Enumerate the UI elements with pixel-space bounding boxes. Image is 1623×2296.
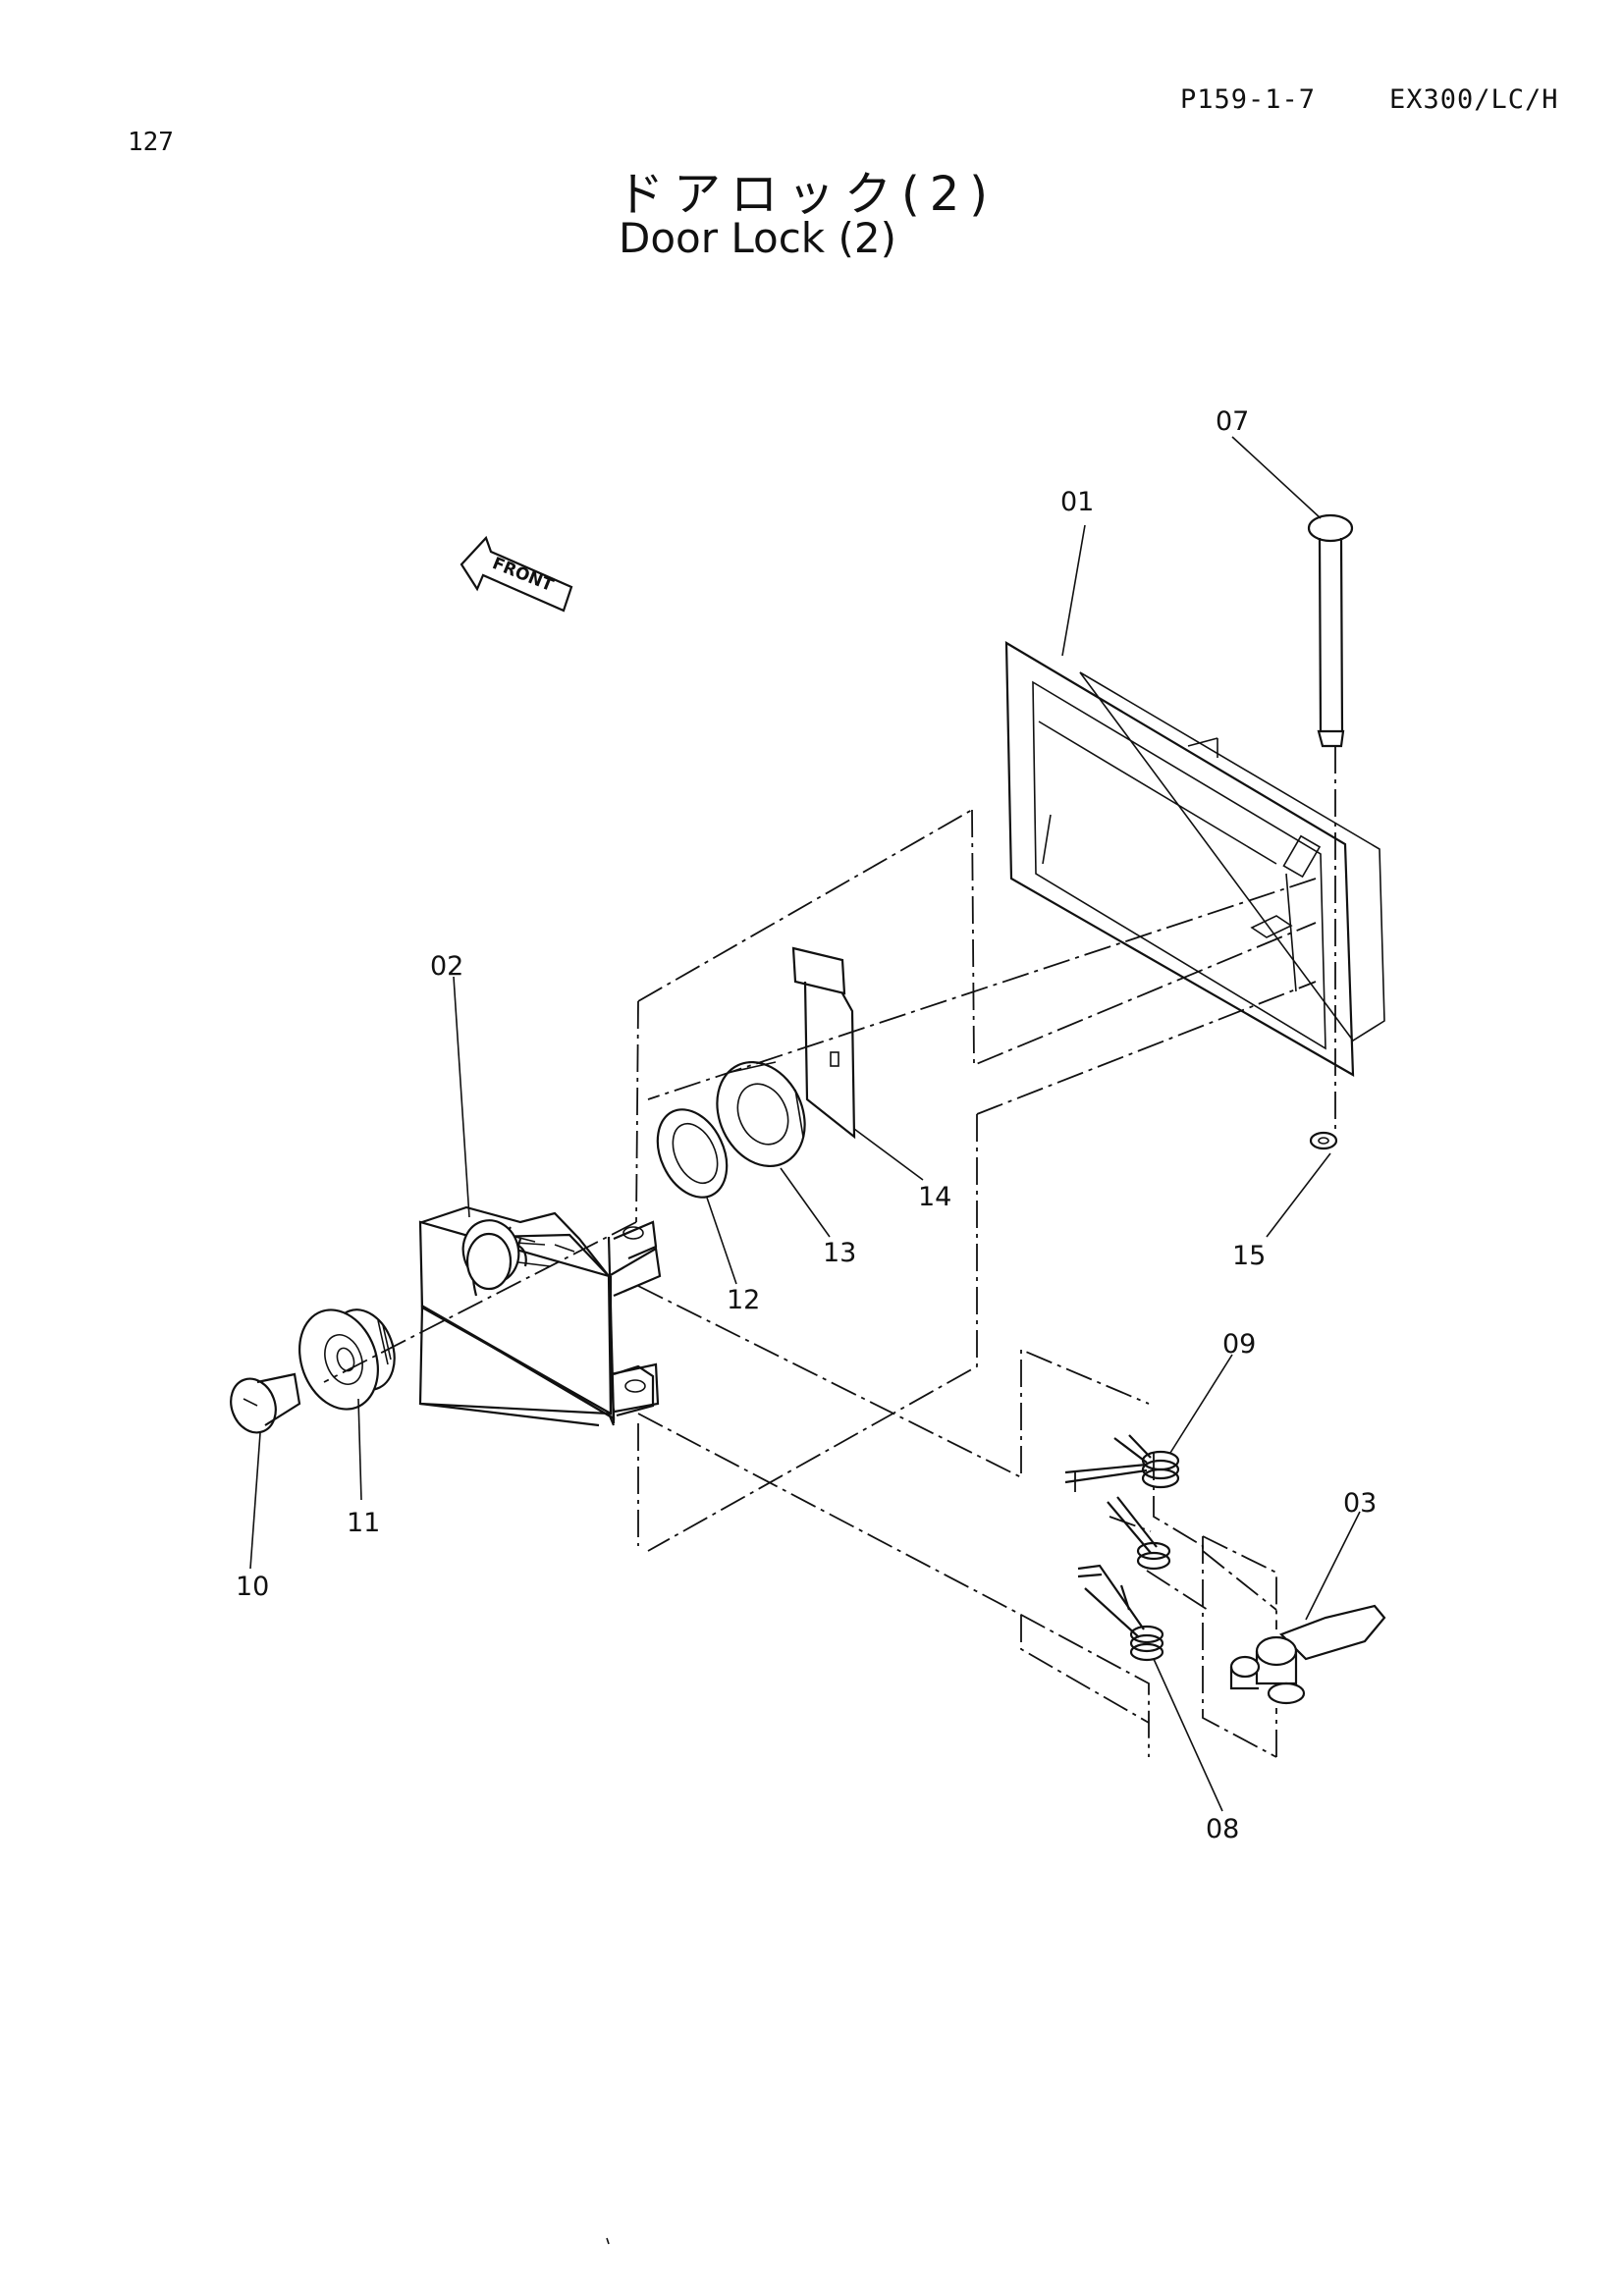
part-12-washer xyxy=(656,1108,729,1199)
leader-lines xyxy=(249,436,1361,1812)
callout-10: 10 xyxy=(236,1572,269,1602)
part-03-lever xyxy=(1229,1604,1386,1705)
part-07-pin xyxy=(1307,513,1354,748)
part-15-clip xyxy=(1309,1131,1338,1150)
callout-07: 07 xyxy=(1216,406,1249,437)
part-09-spring xyxy=(1064,1434,1180,1489)
callout-14: 14 xyxy=(918,1182,951,1212)
part-08-spring xyxy=(1077,1564,1164,1662)
callout-08: 08 xyxy=(1206,1814,1239,1844)
title-english: Door Lock (2) xyxy=(619,214,896,262)
model-code: EX300/LC/H xyxy=(1389,84,1559,115)
front-direction-arrow: FRONT xyxy=(460,535,573,613)
callout-02: 02 xyxy=(430,951,463,982)
spring-middle xyxy=(1107,1496,1171,1571)
title-japanese: ドアロック(2) xyxy=(617,167,998,222)
callout-09: 09 xyxy=(1222,1329,1256,1360)
assembly-lines xyxy=(323,746,1336,1758)
part-11-cylinder xyxy=(298,1308,396,1411)
part-13-nut xyxy=(716,1060,806,1168)
page-number: 127 xyxy=(128,128,174,157)
callout-12: 12 xyxy=(727,1285,760,1315)
callout-13: 13 xyxy=(823,1238,856,1268)
stray-mark xyxy=(606,2237,610,2245)
callout-labels: 01 02 03 07 08 09 10 11 12 13 14 15 xyxy=(236,406,1377,1844)
callout-01: 01 xyxy=(1060,487,1094,517)
reference-code: P159-1-7 xyxy=(1180,84,1317,115)
part-02-lock-case-face xyxy=(418,1219,662,1415)
part-01-handle-housing xyxy=(1004,641,1385,1077)
callout-03: 03 xyxy=(1343,1488,1377,1519)
callout-15: 15 xyxy=(1232,1241,1266,1271)
part-14-latch-plate xyxy=(791,946,856,1140)
callout-11: 11 xyxy=(347,1508,380,1538)
part-10-cap xyxy=(230,1372,301,1434)
